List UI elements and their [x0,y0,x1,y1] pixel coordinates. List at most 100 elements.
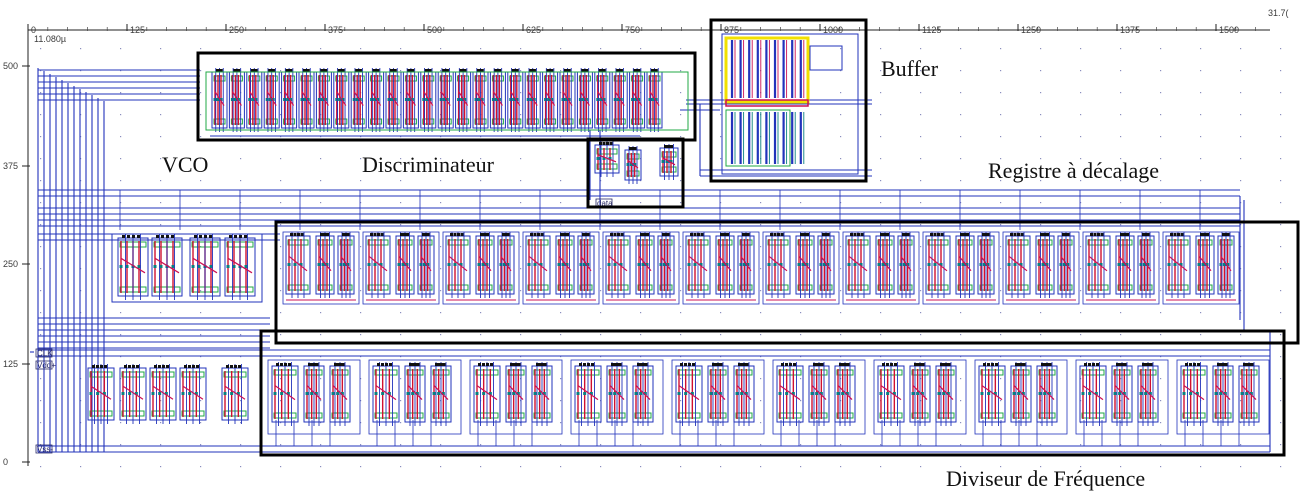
diviseur-cell [606,362,628,426]
frame-registre [274,220,1300,345]
registre-cell [1057,232,1075,298]
registre-cell [875,232,895,298]
vco-cell [611,68,628,132]
diviseur-cell [473,362,501,426]
left-ruler: 500 375 250 125 0 [3,30,30,467]
vco-cell [594,68,611,132]
label-diviseur: Diviseur de Fréquence [946,466,1145,491]
registre-cell [337,232,355,298]
discriminateur-cell [594,141,620,177]
label-discriminateur: Discriminateur [362,152,495,177]
top-ruler-label: 375 [328,25,343,35]
registre-cell [475,232,495,298]
diviseur-cell [271,362,299,426]
registre-cell [635,232,655,298]
registre-cell [285,232,311,298]
vco-cell [472,68,489,132]
left-ruler-label: 500 [3,61,18,71]
top-ruler-label: 125 [130,25,145,35]
registre-cell [555,232,575,298]
diviseur-cell [909,362,931,426]
diviseur-cell [1137,362,1159,426]
label-buffer: Buffer [881,56,939,81]
registre-cell [1035,232,1055,298]
registre-cell [224,234,256,300]
top-ruler-label: 1000 [823,25,843,35]
top-ruler-label: 1375 [1120,25,1140,35]
diviseur-cell [1180,362,1208,426]
diviseur-cell [935,362,957,426]
top-ruler-label: 1250 [1021,25,1041,35]
label-vco: VCO [162,152,208,177]
pin-label: CLK [37,349,53,358]
diviseur-cell [808,362,830,426]
vco-cell [298,68,315,132]
diviseur-cell [329,362,351,426]
vco-cell [437,68,454,132]
discriminateur-cell [659,144,679,180]
discriminateur-cell [624,146,642,184]
diviseur-cell [87,364,115,424]
registre-cell [795,232,815,298]
frame-vco-discriminateur [196,51,697,142]
diviseur-cell [179,364,207,424]
registre-cell [1005,232,1031,298]
frame-discriminateur [586,137,685,209]
diviseur-cell [776,362,804,426]
diviseur-cell [430,362,452,426]
vco-cell [542,68,559,132]
registre-cell [1115,232,1135,298]
diviseur-cell [1010,362,1032,426]
diviseur-cell [707,362,729,426]
registre-cell [737,232,755,298]
registre-cell [977,232,995,298]
diviseur-cell [1036,362,1058,426]
top-ruler-label: 1500 [1219,25,1239,35]
registre-cell [897,232,915,298]
diviseur-cell [675,362,703,426]
diviseur-cell [1212,362,1234,426]
registre-cell [151,234,183,300]
diviseur-cell [372,362,400,426]
vco-cell [211,68,228,132]
registre-cell [497,232,515,298]
vco-cell [228,68,245,132]
registre-cell [1085,232,1111,298]
pin-label: Vdd+ [37,361,56,370]
diviseur-cell [221,364,249,424]
registre-cell [685,232,711,298]
registre-cell [577,232,595,298]
registre-cell [1165,232,1191,298]
vco-cell [246,68,263,132]
top-ruler-label: 500 [427,25,442,35]
registre-cell [189,234,221,300]
registre-cell [657,232,675,298]
left-ruler-label: 375 [3,161,18,171]
vco-cell [524,68,541,132]
diviseur-cell [1238,362,1260,426]
pin-label: data [597,199,613,208]
diviseur-cell [733,362,755,426]
registre-cell [715,232,735,298]
left-ruler-label: 0 [3,457,8,467]
diviseur-cell [303,362,325,426]
registre-cell [117,234,149,300]
vco-cell [350,68,367,132]
diviseur-cell [531,362,553,426]
cell-array [87,68,1270,446]
left-ruler-label: 125 [3,359,18,369]
buffer-outline [721,33,859,175]
diviseur-cell [632,362,654,426]
vco-cell [576,68,593,132]
registre-cell [525,232,551,298]
left-ruler-label: 250 [3,259,18,269]
diviseur-cell [1079,362,1107,426]
vco-cell [333,68,350,132]
buffer-top-highlight [724,36,810,104]
registre-cell [845,232,871,298]
label-registre: Registre à décalage [988,158,1159,183]
vco-cell [455,68,472,132]
top-ruler-label: 250 [229,25,244,35]
